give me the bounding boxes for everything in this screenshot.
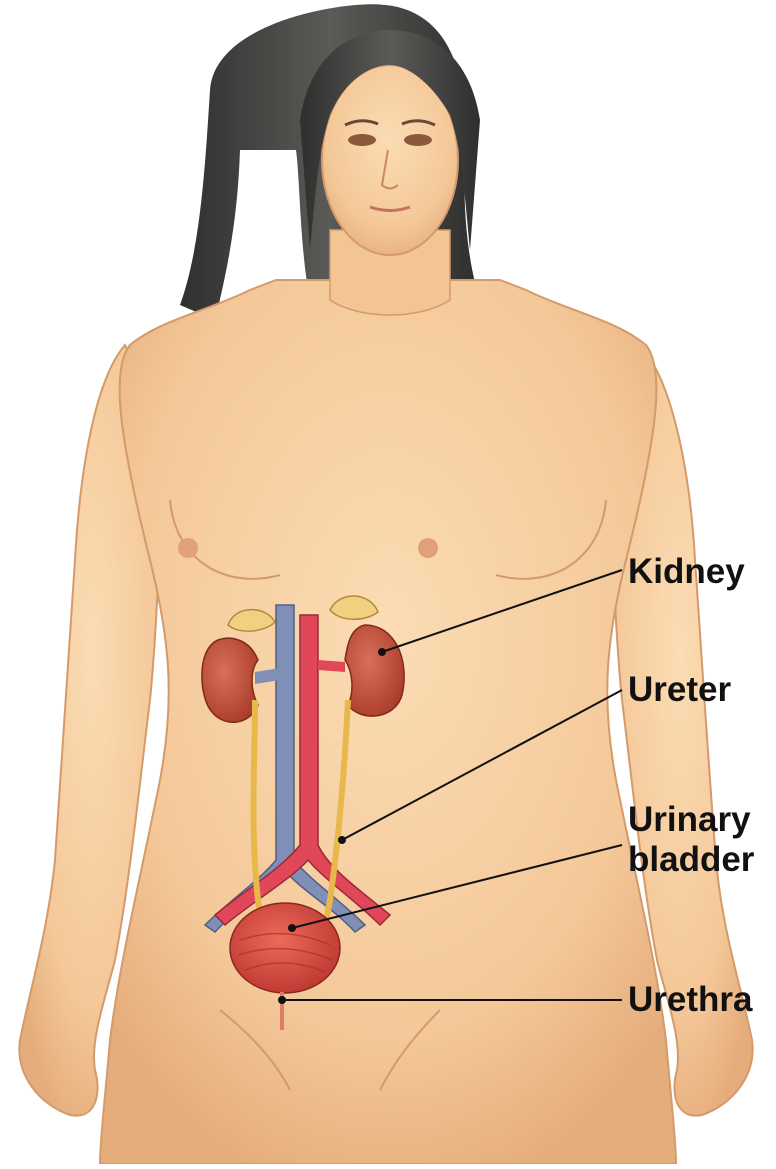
leader-kidney-dot	[378, 648, 386, 656]
leader-ureter-dot	[338, 836, 346, 844]
leader-bladder-dot	[288, 924, 296, 932]
label-urinary-bladder-line1: Urinary	[628, 800, 754, 840]
label-urinary-bladder-line2: bladder	[628, 840, 754, 880]
renal-artery-right	[318, 660, 345, 672]
label-urinary-bladder: Urinary bladder	[628, 800, 754, 880]
torso	[100, 280, 676, 1164]
right-eye	[404, 134, 432, 146]
right-nipple	[418, 538, 438, 558]
label-kidney: Kidney	[628, 552, 745, 592]
label-ureter: Ureter	[628, 670, 731, 710]
label-urethra: Urethra	[628, 980, 752, 1020]
left-nipple	[178, 538, 198, 558]
left-eye	[348, 134, 376, 146]
left-kidney	[202, 638, 258, 722]
leader-urethra-dot	[278, 996, 286, 1004]
